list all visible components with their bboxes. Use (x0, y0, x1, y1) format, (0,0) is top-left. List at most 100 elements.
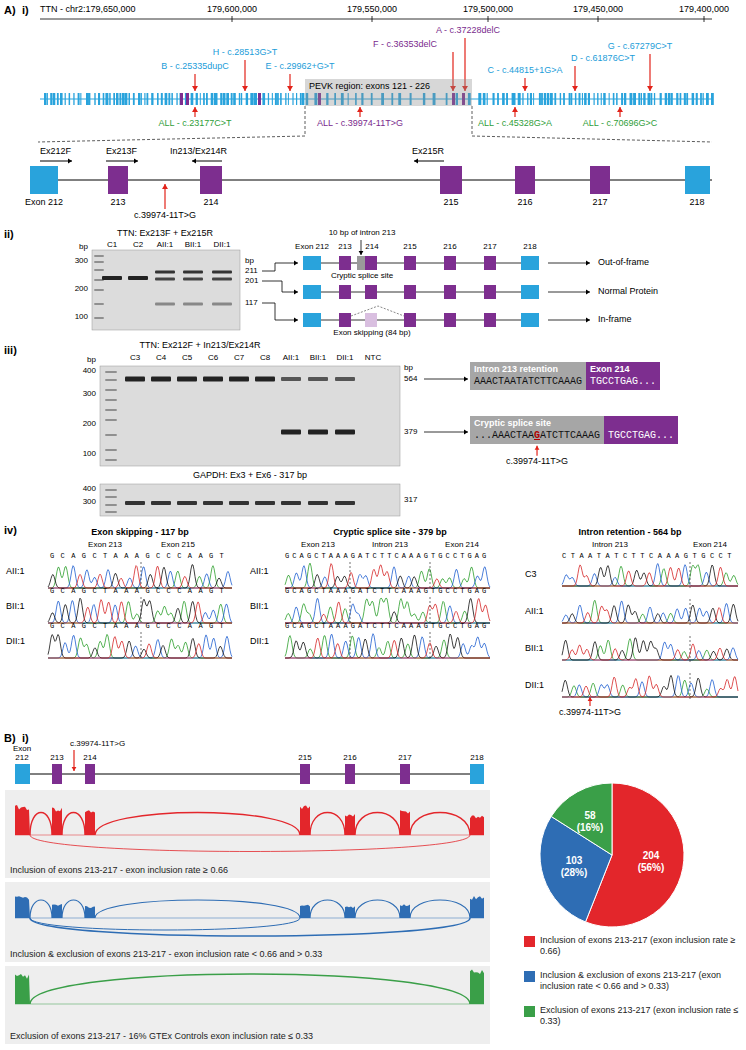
exon-boundary (350, 597, 351, 625)
exon-stripe (226, 93, 229, 105)
label: 379 (404, 428, 417, 437)
label: DII:1 (214, 241, 231, 250)
zoom-guide (38, 106, 305, 142)
exon-block (303, 313, 321, 327)
band-arrow-head (294, 318, 298, 323)
exon-stripe (168, 93, 170, 105)
label: 201 (245, 277, 258, 286)
exon-stripe (180, 93, 183, 105)
label: 216 (343, 754, 356, 763)
exon-boundary (690, 636, 691, 662)
exon-stripe (176, 93, 177, 105)
label: Out-of-frame (598, 258, 649, 268)
exon-stripe (643, 93, 645, 105)
axis-tick (598, 16, 599, 22)
transcript-line (303, 263, 539, 264)
label: C1 (107, 241, 117, 250)
label: Normal Protein (598, 287, 658, 297)
exon-block (404, 313, 416, 327)
exon-stripe (94, 93, 95, 105)
chromatogram-trace (562, 680, 738, 697)
node-text: AAACTAATATCTTCAAAG (474, 375, 582, 388)
exon-stripe (98, 93, 100, 105)
junction-arc (30, 918, 300, 930)
exon-stripe (105, 93, 108, 105)
exon-boundary (430, 597, 431, 625)
exon-stripe (603, 93, 606, 105)
primer-arrow-head (414, 159, 418, 164)
chromatogram-trace (562, 565, 738, 586)
primer-arrow-head (68, 159, 72, 164)
outcome-arrow-head (586, 261, 590, 266)
label: GCAGCTAAAGCCCAAGT (50, 623, 230, 631)
label: GCAGCTAAAGCCCAAGT (50, 553, 230, 561)
label: AII:1 (525, 607, 544, 617)
chromatogram-trace (48, 635, 232, 659)
gel-band (177, 501, 197, 505)
label: Ex215R (412, 147, 444, 157)
label: Exon 214 (445, 541, 479, 550)
gel-band (308, 430, 328, 435)
label: iii) (4, 344, 17, 356)
exon-stripe (641, 93, 642, 105)
label: 400 (83, 367, 96, 376)
label: In213/Ex214R (170, 147, 227, 157)
label: Exon skipping (84 bp) (333, 329, 410, 338)
exon-stripe (60, 93, 63, 105)
label: In-frame (598, 315, 632, 325)
gel-band (183, 278, 203, 281)
label: 117 (245, 299, 258, 308)
exon-stripe (268, 93, 269, 105)
label: Ex213F (106, 147, 137, 157)
exon-block (444, 313, 456, 327)
gel-band (308, 501, 328, 505)
exon-stripe (262, 93, 265, 105)
label: (28%) (561, 867, 588, 878)
node-text: TGCCTGAG... (590, 375, 656, 388)
exon-stripe (214, 93, 217, 105)
variant-arrow-head (647, 86, 653, 91)
exon-block (515, 166, 535, 194)
label: 217 (398, 754, 411, 763)
gel-band (94, 269, 104, 271)
exon-block (365, 313, 377, 327)
band-arrow-head (464, 377, 468, 382)
exon-block (108, 166, 128, 194)
coverage-area (470, 970, 484, 1005)
label: B - c.25335dupC (161, 62, 229, 72)
coverage-area (52, 904, 62, 918)
primer-arrow (192, 161, 222, 162)
label: 300 (83, 498, 96, 507)
exon-stripe (660, 93, 662, 105)
label: Exon 213 (301, 541, 335, 550)
gel-band (105, 504, 117, 506)
node-text: PEVK region: exons 121 - 226 (305, 79, 472, 93)
label: C8 (260, 354, 270, 363)
label: AII:1 (157, 241, 173, 250)
label: Exon (13, 745, 31, 754)
gel-band (105, 511, 117, 513)
chromatogram-trace (285, 564, 490, 588)
coverage-area (85, 810, 95, 835)
exon-block (521, 256, 539, 270)
exon-block (521, 313, 539, 327)
exon-stripe (256, 93, 257, 105)
variant-arrow (649, 54, 650, 91)
exon-block (52, 764, 62, 784)
sashimi-ground (5, 966, 490, 1044)
exon-stripe (288, 93, 289, 105)
exon-stripe (280, 93, 282, 105)
outcome-arrow (548, 263, 590, 264)
exon-stripe (241, 93, 242, 105)
exon-stripe (211, 93, 214, 105)
exon-stripe (116, 93, 119, 105)
exon-stripe (147, 93, 149, 105)
exon-stripe (292, 93, 293, 105)
gel-band (212, 278, 232, 281)
exon-stripe (272, 93, 273, 105)
variant-arrow-head (522, 86, 528, 91)
exon-stripe (57, 93, 59, 105)
gel-band (183, 303, 203, 306)
exon-stripe (300, 93, 302, 105)
label: 214 (83, 754, 96, 763)
